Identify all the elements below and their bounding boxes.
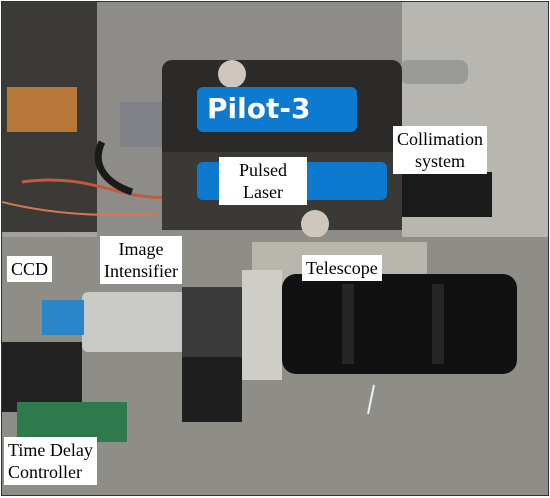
- pilot-brand: Pilot-3: [207, 92, 311, 125]
- electronics-box: [2, 342, 82, 412]
- label-telescope: Telescope: [302, 255, 382, 281]
- label-collimation-system: Collimation system: [393, 126, 488, 174]
- label-time-delay-controller: Time Delay Controller: [4, 437, 97, 485]
- cable-3: [94, 140, 134, 196]
- telescope-ring: [342, 284, 354, 364]
- cable-2: [2, 201, 178, 216]
- collimation-mount: [402, 172, 492, 217]
- label-ccd: CCD: [7, 256, 53, 282]
- screw-top: [218, 60, 246, 88]
- connector: [400, 60, 468, 84]
- cable-1: [21, 178, 173, 200]
- bracket: [120, 102, 162, 147]
- telescope-body: [282, 274, 517, 374]
- intensifier-front: [182, 287, 242, 357]
- green-board: [17, 402, 127, 442]
- pilot-panel: [197, 87, 357, 132]
- ccd-camera: [42, 300, 84, 335]
- label-image-intensifier: Image Intensifier: [100, 236, 182, 284]
- telescope-ring-2: [432, 284, 444, 364]
- orange-module: [7, 87, 77, 132]
- lens-holder: [242, 270, 282, 380]
- probe: [367, 384, 375, 415]
- screw-bottom: [301, 210, 329, 238]
- label-pulsed-laser: Pulsed Laser: [219, 157, 307, 205]
